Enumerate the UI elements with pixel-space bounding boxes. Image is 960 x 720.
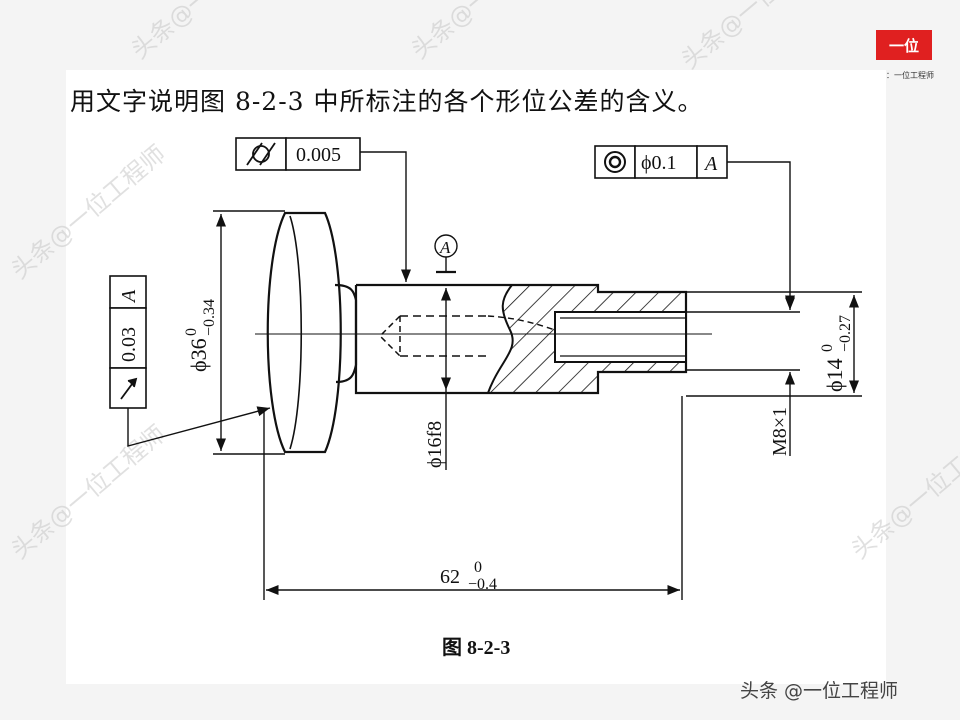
runout-datum: A [118,289,140,304]
head-diameter-upper: 0 [183,328,200,336]
length-value: 62 [440,566,460,588]
drawing-sheet [66,70,886,684]
tolerance-frame-runout [109,275,271,447]
footer-watermark: 头条 @一位工程师 [740,680,899,702]
tolerance-frame-cylindricity [235,137,412,282]
head-diameter-lower: −0.34 [201,299,218,336]
length-lower: −0.4 [468,576,497,593]
watermark-text: 头条@一位工程师 [406,0,571,65]
cylindricity-icon [246,142,276,166]
dim-overall-length [263,396,683,600]
watermark-text: 头条@一位工程师 [846,420,960,565]
figure-caption: 图 8-2-3 [442,636,510,659]
concentricity-icon [604,151,626,173]
watermark-text: 头条@一位工程师 [126,0,291,65]
concentricity-datum: A [703,153,718,175]
datum-a-label: A [439,238,451,257]
circular-runout-icon [120,377,138,400]
runout-value: 0.03 [118,327,140,362]
question-text: 用文字说明图 8-2-3 中所标注的各个形位公差的含义。 [70,87,704,116]
thread-value: M8×1 [769,407,791,456]
brand-logo: 一位 [876,30,932,60]
brand-subtitle: ：一位工程师 [886,71,934,80]
shaft-diameter-value: ϕ16f8 [424,421,446,468]
bore-diameter-lower: −0.27 [837,315,854,352]
head-flange [266,211,342,454]
bore-diameter-value: ϕ14 [822,358,847,392]
datum-a-symbol [434,234,458,274]
head-diameter-value: ϕ36 [186,338,211,372]
tolerance-frame-concentricity [594,145,796,308]
background-watermarks: 头条@一位工程师 头条@一位工程师 头条@一位工程师 头条@一位工程师 头条@一… [6,0,960,565]
dim-head-diameter [213,210,285,455]
length-upper: 0 [474,559,482,576]
concentricity-value: ϕ0.1 [641,152,677,174]
dim-bore-diameter [686,291,862,456]
section-cut [486,284,687,394]
head-chamfer-line [289,215,303,450]
bore-diameter-upper: 0 [819,344,836,352]
cylindricity-value: 0.005 [296,144,341,166]
watermark-text: 头条@一位工程师 [676,0,841,75]
watermark-text: 头条@一位工程师 [6,140,171,285]
